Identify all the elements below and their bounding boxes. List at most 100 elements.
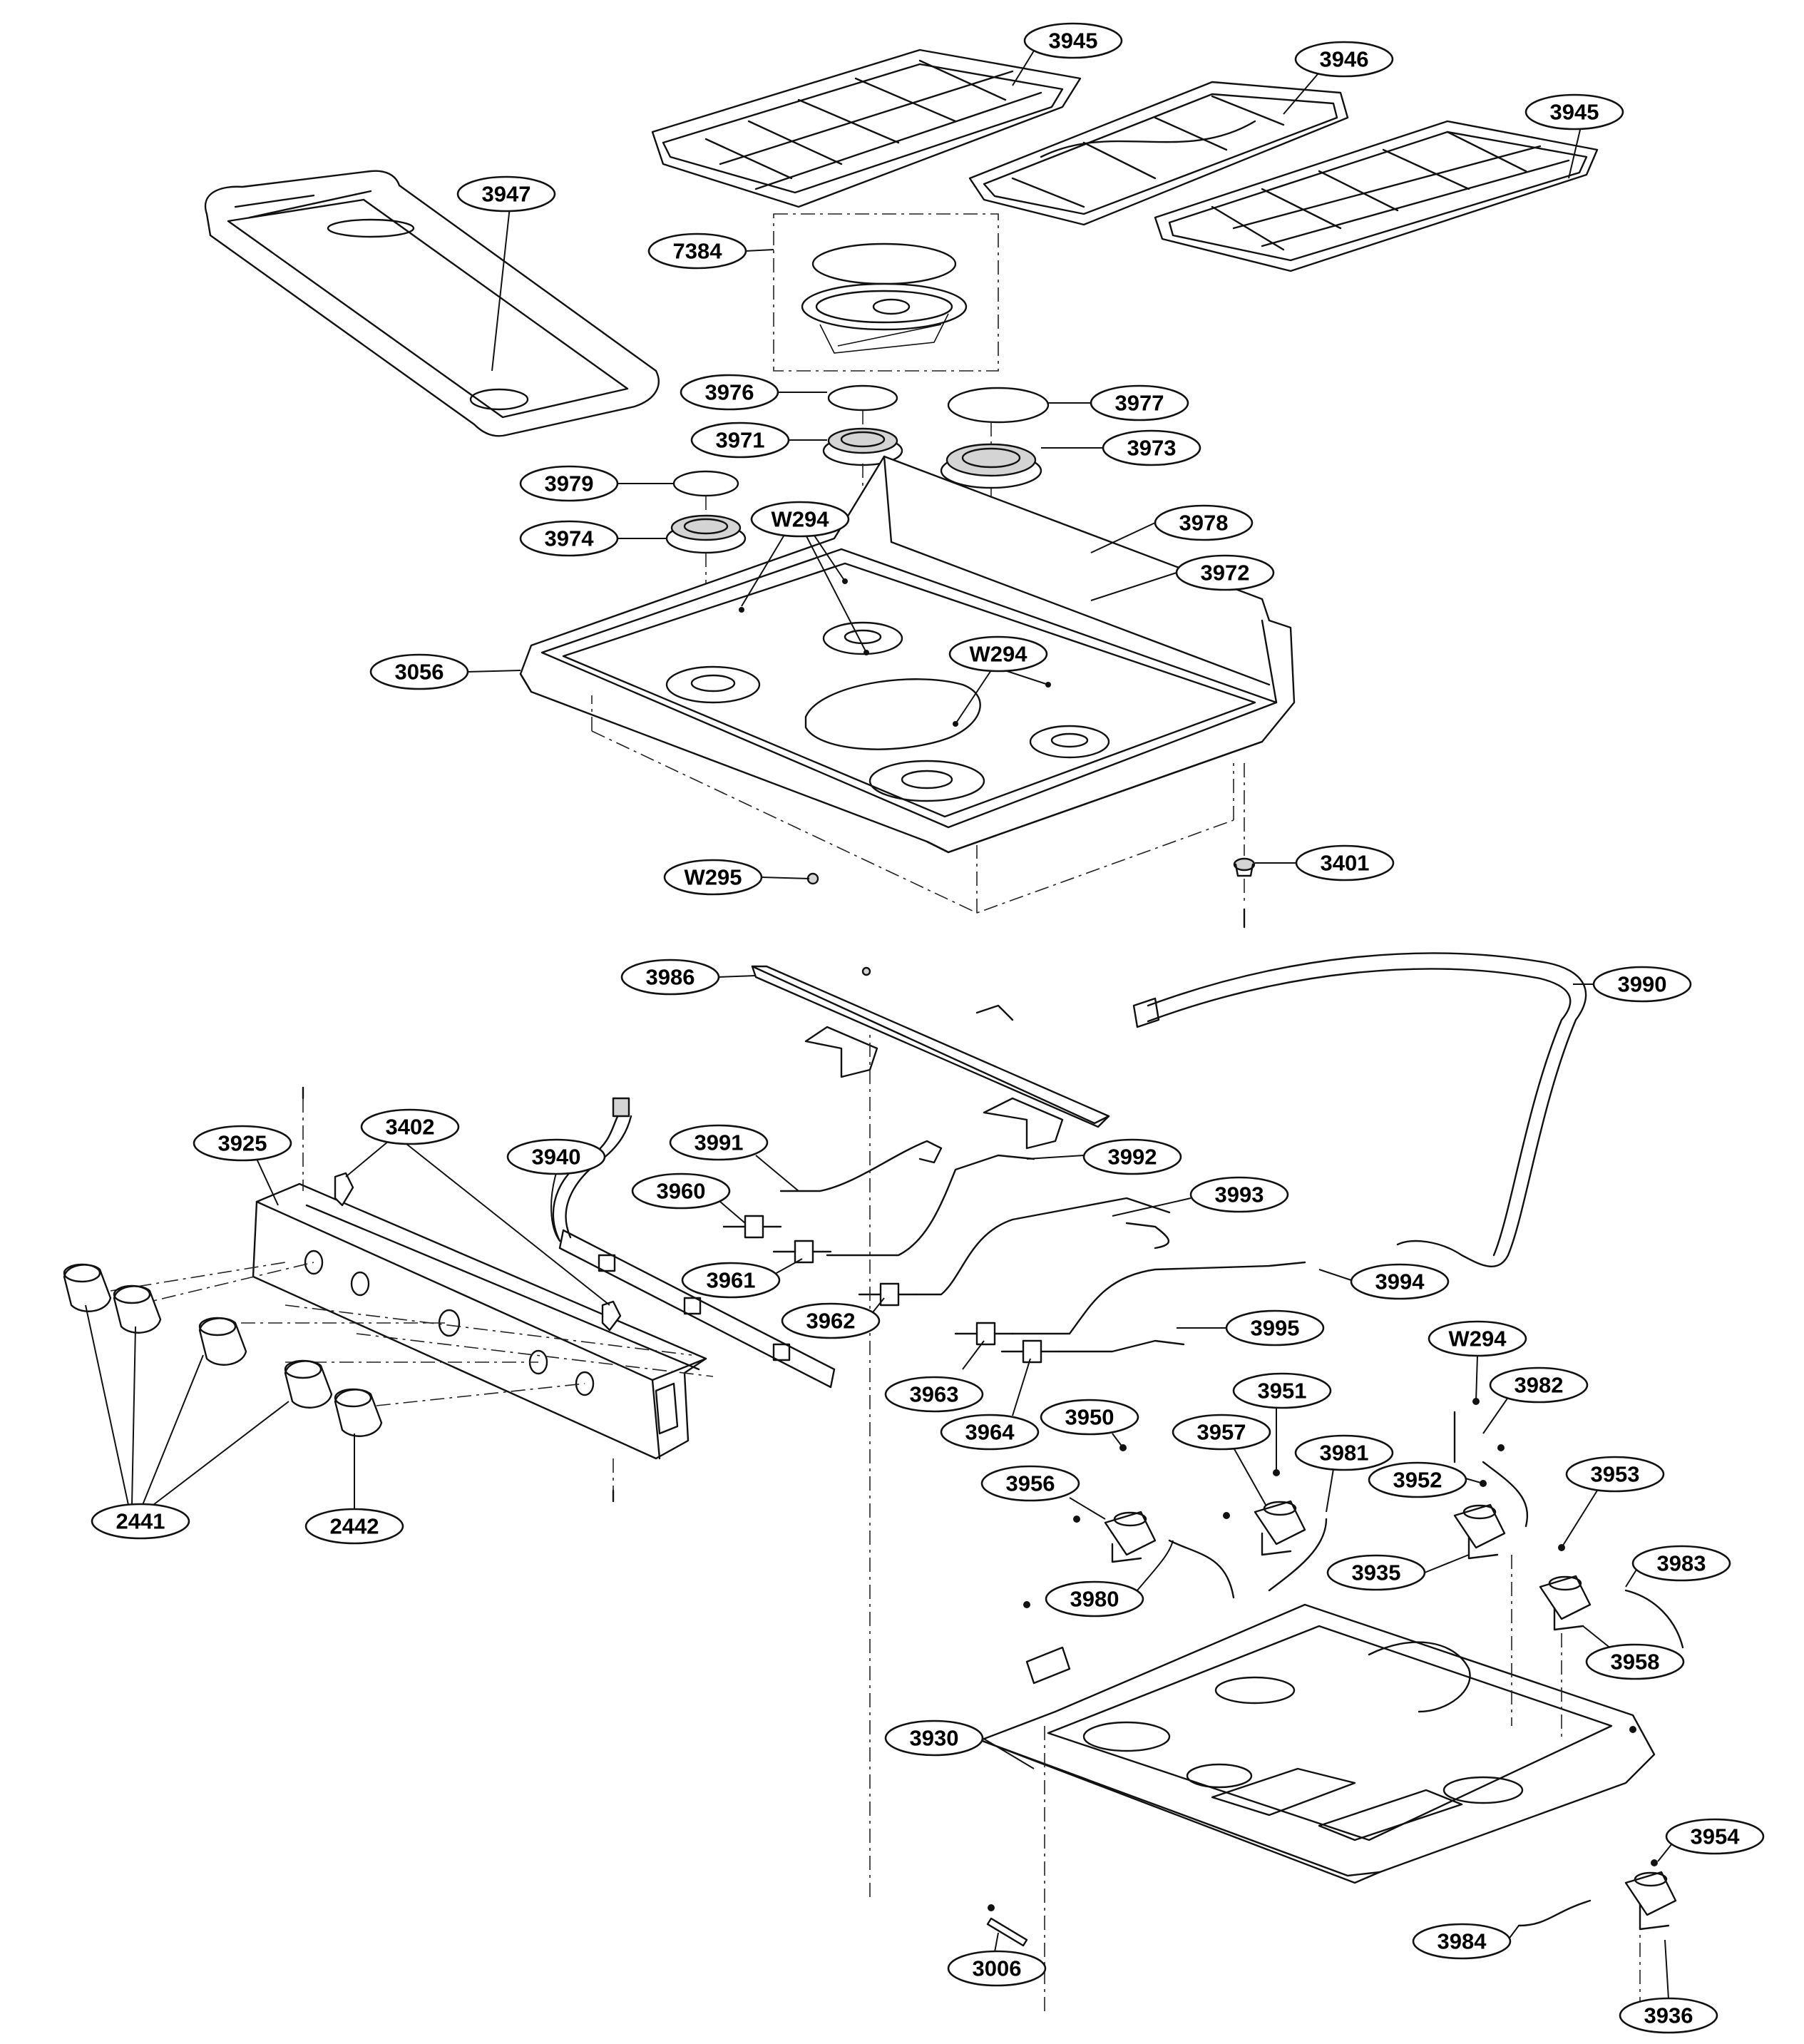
svg-text:3964: 3964 xyxy=(965,1420,1015,1445)
manifold-bracket xyxy=(751,965,1110,1150)
callout-3964: 3964 xyxy=(940,1358,1040,1451)
svg-text:3962: 3962 xyxy=(806,1309,856,1334)
svg-text:3992: 3992 xyxy=(1108,1145,1157,1170)
svg-text:2441: 2441 xyxy=(116,1509,165,1534)
callout-3957: 3957 xyxy=(1172,1414,1271,1506)
svg-text:3946: 3946 xyxy=(1320,47,1369,72)
callout-3951: 3951 xyxy=(1232,1372,1332,1473)
svg-text:3976: 3976 xyxy=(705,380,754,405)
cooktop xyxy=(519,455,1296,914)
callout-w294-a: W294 xyxy=(741,501,867,653)
svg-text:3995: 3995 xyxy=(1251,1316,1300,1341)
svg-text:3991: 3991 xyxy=(695,1130,744,1155)
burner-orifice-holders xyxy=(986,1398,1684,1947)
cap-3977 xyxy=(947,387,1050,424)
foot-and-screw xyxy=(806,763,1256,929)
knob-2441-2 xyxy=(113,1284,162,1334)
svg-text:3972: 3972 xyxy=(1201,561,1250,586)
callout-3976: 3976 xyxy=(680,374,827,411)
svg-text:3979: 3979 xyxy=(545,471,594,496)
svg-text:3984: 3984 xyxy=(1437,1929,1487,1954)
callout-3980: 3980 xyxy=(1045,1540,1174,1618)
valve-3961 xyxy=(772,1240,832,1264)
holder-3936 xyxy=(1624,1871,1677,1931)
callout-3952: 3952 xyxy=(1368,1461,1484,1498)
callout-w294-b: W294 xyxy=(948,635,1049,725)
valve-3962 xyxy=(858,1282,918,1307)
callout-3982: 3982 xyxy=(1482,1366,1589,1434)
callout-w295: W295 xyxy=(663,859,810,896)
callout-3958: 3958 xyxy=(1582,1625,1685,1680)
svg-text:W294: W294 xyxy=(1449,1327,1507,1351)
svg-text:3925: 3925 xyxy=(218,1131,267,1156)
callout-3402: 3402 xyxy=(345,1108,610,1306)
cap-3976 xyxy=(827,384,898,412)
svg-text:3945: 3945 xyxy=(1550,100,1599,125)
svg-text:3953: 3953 xyxy=(1591,1462,1640,1487)
svg-text:3960: 3960 xyxy=(657,1179,706,1204)
callout-2442: 2442 xyxy=(304,1434,404,1545)
svg-text:3994: 3994 xyxy=(1375,1269,1425,1294)
callout-3971: 3971 xyxy=(690,421,827,459)
svg-text:3006: 3006 xyxy=(973,1956,1022,1981)
callout-3950: 3950 xyxy=(1040,1399,1139,1448)
griddle xyxy=(204,170,660,437)
callout-2441: 2441 xyxy=(85,1304,289,1540)
svg-text:3952: 3952 xyxy=(1393,1468,1442,1493)
valve-3960 xyxy=(722,1215,782,1239)
callout-3972: 3972 xyxy=(1090,554,1275,601)
callout-3936: 3936 xyxy=(1619,1939,1718,2034)
gas-supply-tube xyxy=(1132,952,1587,1268)
knob-2441-3 xyxy=(198,1317,247,1366)
svg-text:3981: 3981 xyxy=(1320,1441,1369,1466)
callout-3963: 3963 xyxy=(884,1340,985,1413)
svg-text:3963: 3963 xyxy=(910,1382,959,1407)
callout-3991: 3991 xyxy=(669,1124,799,1192)
svg-text:3951: 3951 xyxy=(1258,1379,1307,1404)
svg-text:3954: 3954 xyxy=(1691,1824,1741,1849)
svg-text:2442: 2442 xyxy=(330,1514,379,1539)
callout-3984: 3984 xyxy=(1412,1923,1519,1960)
callout-3940: 3940 xyxy=(506,1138,606,1242)
svg-text:3930: 3930 xyxy=(910,1726,959,1751)
valve-3963 xyxy=(954,1322,1014,1346)
callout-3992: 3992 xyxy=(1026,1138,1182,1175)
head-3973 xyxy=(940,443,1042,489)
callout-3935: 3935 xyxy=(1326,1554,1470,1591)
svg-text:3402: 3402 xyxy=(386,1115,435,1140)
svg-text:3974: 3974 xyxy=(545,526,595,551)
svg-text:3982: 3982 xyxy=(1515,1373,1564,1398)
grate-right xyxy=(1154,120,1599,272)
callout-3925: 3925 xyxy=(193,1125,292,1206)
callout-3961: 3961 xyxy=(681,1258,803,1299)
cap-3979 xyxy=(672,470,739,497)
callout-3983: 3983 xyxy=(1625,1545,1731,1588)
valve-3964 xyxy=(1000,1339,1060,1364)
svg-text:3958: 3958 xyxy=(1611,1650,1660,1675)
svg-text:3977: 3977 xyxy=(1115,391,1164,416)
knobs xyxy=(63,1263,383,1437)
callout-3947: 3947 xyxy=(456,175,556,372)
svg-text:3971: 3971 xyxy=(716,428,765,453)
callout-3930: 3930 xyxy=(884,1719,1035,1769)
callout-3994: 3994 xyxy=(1318,1263,1450,1300)
svg-text:3983: 3983 xyxy=(1657,1551,1706,1576)
svg-text:3961: 3961 xyxy=(707,1268,756,1293)
callouts: 3945 3946 3945 3947 7384 3976 3977 3971 … xyxy=(85,22,1765,2034)
callout-3945-b: 3945 xyxy=(1524,93,1624,179)
holder-3957 xyxy=(1254,1500,1306,1556)
svg-text:3947: 3947 xyxy=(482,182,531,207)
callout-3977: 3977 xyxy=(1048,384,1189,421)
holder-3935 xyxy=(1453,1503,1506,1560)
head-3974 xyxy=(665,514,747,554)
callout-3962: 3962 xyxy=(781,1297,885,1339)
svg-text:W294: W294 xyxy=(970,642,1028,667)
knob-2441-1 xyxy=(63,1263,112,1312)
knob-2442 xyxy=(334,1388,383,1437)
oval-burner-kit xyxy=(773,213,999,372)
callout-7384: 7384 xyxy=(647,232,774,270)
callout-3960: 3960 xyxy=(631,1172,746,1224)
callout-3056: 3056 xyxy=(369,653,521,690)
igniter-wires xyxy=(1168,1411,1684,1927)
svg-text:W294: W294 xyxy=(772,507,830,532)
